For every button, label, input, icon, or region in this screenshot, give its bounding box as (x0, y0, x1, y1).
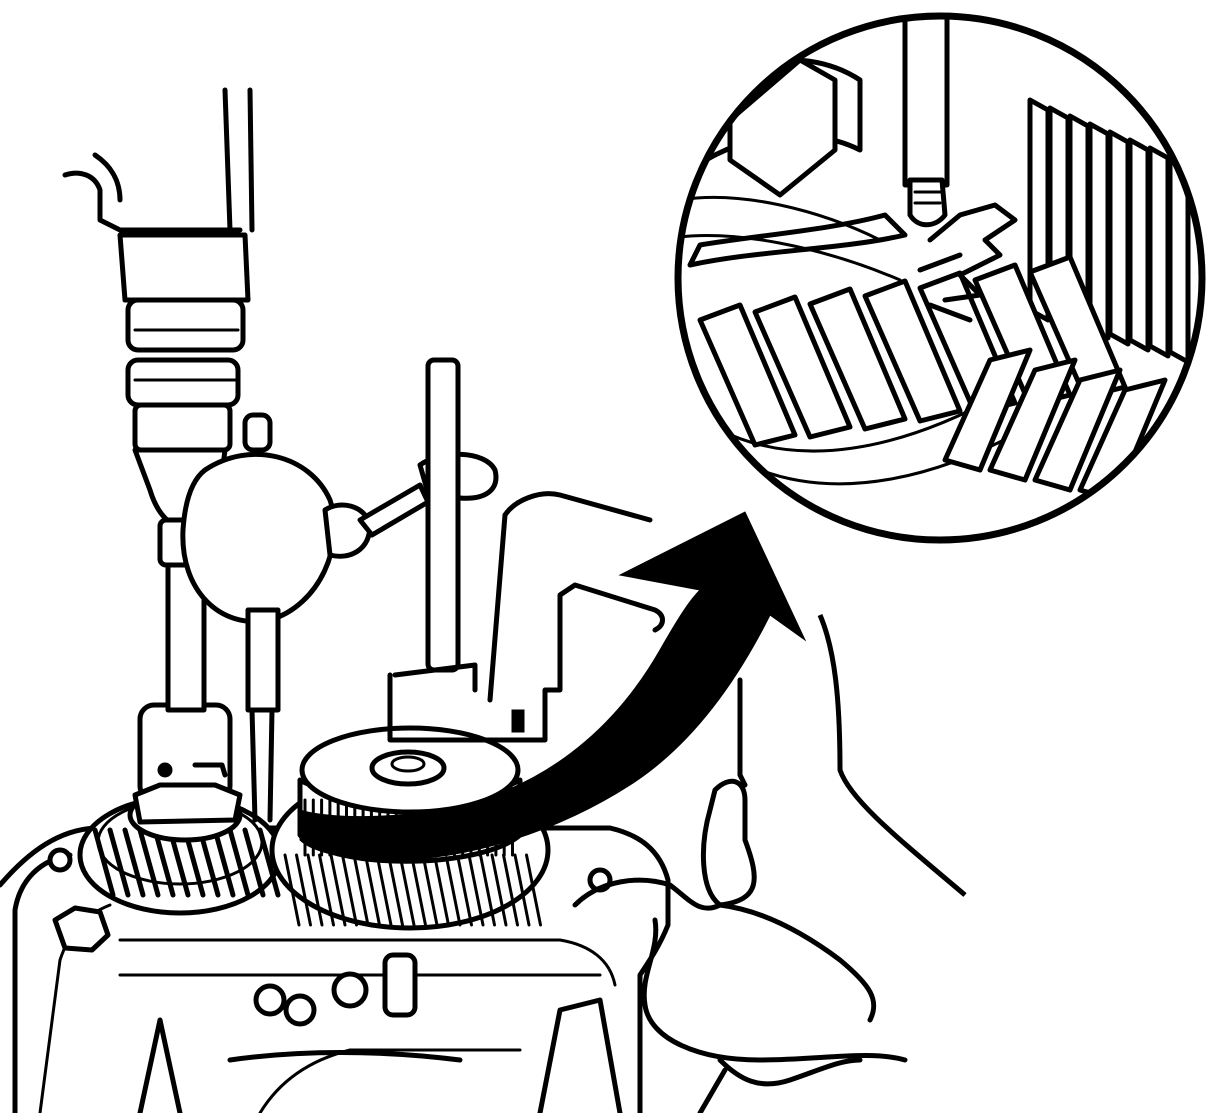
inset-spline (1147, 145, 1171, 359)
gear-tooth-line (387, 853, 404, 927)
gear-tooth-line (444, 853, 462, 927)
inset-spline (1107, 129, 1131, 347)
center-hub (369, 749, 447, 787)
gear-tooth-line (398, 853, 416, 927)
dowel-pin (382, 952, 418, 1018)
gear-tooth-line (456, 853, 473, 927)
inset-indicator-stem (902, 16, 950, 188)
indicator-dial (180, 452, 337, 624)
indicator-stem (245, 607, 281, 713)
gear-tooth-line (227, 827, 251, 898)
inset-gear-tooth (807, 286, 908, 432)
inset-gear-tooth (752, 294, 853, 440)
gear-tooth-line (107, 827, 131, 898)
gear-tooth-line (137, 827, 161, 898)
dial-indicator (180, 412, 373, 823)
case-boss (331, 971, 369, 1009)
gear-tooth-line (525, 853, 542, 927)
stand-post (425, 357, 461, 673)
technician-hand (572, 614, 967, 1113)
indicator-cap (242, 412, 273, 453)
gear-tooth-line (122, 827, 146, 898)
inset-spline (1127, 137, 1151, 353)
gear-tooth-line (242, 827, 266, 898)
inset-mesh-tooth (942, 347, 1033, 473)
indicator-clamp (322, 502, 373, 559)
inset-spline (1087, 121, 1111, 341)
gear-tooth-line (92, 827, 116, 898)
gear-tooth-line (502, 853, 519, 927)
gear-tooth-line (364, 853, 381, 927)
magnetic-stand (357, 357, 665, 743)
gear-tooth-line (513, 853, 531, 927)
gear-tooth-line (306, 853, 324, 927)
magnify-arrow (299, 511, 807, 861)
gear-tooth-line (410, 853, 427, 927)
inset-mesh-tooth (1032, 367, 1123, 493)
inset-mesh-tooth (987, 357, 1078, 483)
gear-tooth-line (352, 853, 370, 927)
gear-tooth-line (421, 853, 439, 927)
transmission-case (0, 825, 671, 1113)
gear-tooth-line (212, 827, 236, 898)
gear-tooth-line (490, 853, 508, 927)
gear-tooth-line (433, 853, 450, 927)
inset-gear-tooth (1027, 254, 1128, 400)
gear-tooth-line (479, 853, 496, 927)
gear-tooth-line (283, 853, 301, 927)
case-boss (253, 983, 287, 1017)
gear-tooth-line (341, 853, 358, 927)
gear-tooth-line (318, 853, 335, 927)
inset-gear-tooth (697, 302, 798, 448)
gear-tooth-line (295, 853, 312, 927)
gear-tooth-line (375, 853, 393, 927)
bolt-hole (47, 847, 73, 873)
gear-tooth-line (467, 853, 485, 927)
inset-gear-tooth (862, 278, 963, 424)
case-boss (283, 993, 317, 1027)
stand-base-slot (511, 709, 525, 733)
gear-tooth-line (152, 827, 176, 898)
magnified-inset (674, 12, 1206, 544)
gear-tooth-line (329, 853, 347, 927)
gear-tooth-line (257, 827, 281, 898)
thumb (701, 778, 757, 908)
shaft-nut (132, 782, 243, 825)
stand-arm (357, 482, 431, 538)
hex-bolt (52, 905, 111, 953)
